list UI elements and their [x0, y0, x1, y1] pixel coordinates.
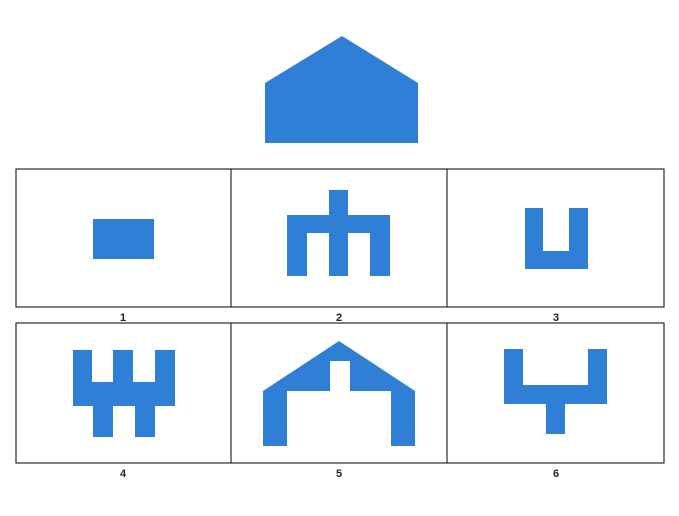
option-1-shape — [93, 219, 154, 259]
option-label-2: 2 — [336, 312, 342, 324]
option-label-4: 4 — [120, 468, 127, 480]
option-5-shape — [263, 341, 415, 446]
option-label-3: 3 — [553, 312, 559, 324]
target-house-shape — [265, 36, 418, 143]
option-3[interactable] — [525, 208, 588, 269]
option-4[interactable] — [73, 350, 175, 437]
option-4-shape — [73, 350, 175, 437]
option-2[interactable] — [287, 190, 390, 276]
option-5[interactable] — [263, 341, 415, 446]
option-6-shape — [504, 349, 607, 434]
option-grid-row-2 — [15, 322, 665, 464]
option-3-shape — [525, 208, 588, 269]
option-label-1: 1 — [120, 312, 126, 324]
option-label-5: 5 — [336, 468, 342, 480]
option-label-6: 6 — [553, 468, 559, 480]
option-6[interactable] — [504, 349, 607, 434]
option-2-shape — [287, 190, 390, 276]
option-1[interactable] — [93, 219, 154, 259]
option-grid-row-1 — [15, 168, 665, 308]
